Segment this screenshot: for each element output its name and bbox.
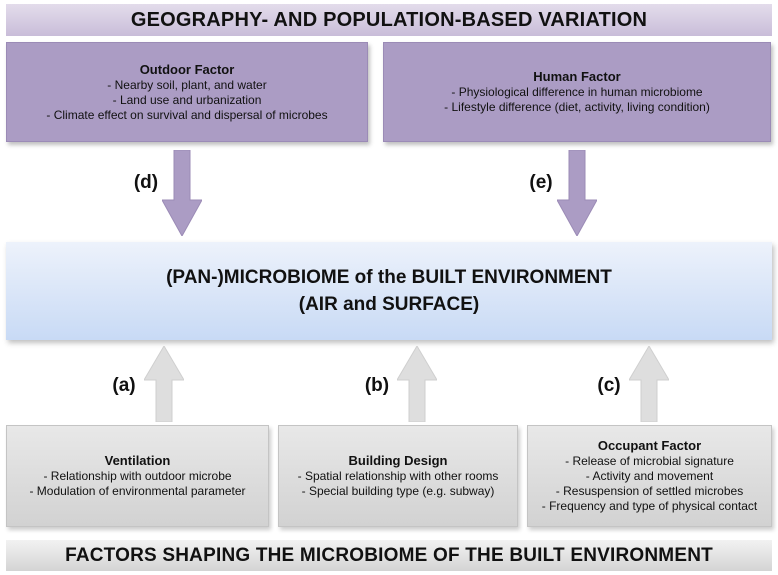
arrow-label-e: (e) [529, 172, 553, 193]
ventilation-box: Ventilation - Relationship with outdoor … [6, 425, 269, 527]
occupant-factor-item: - Frequency and type of physical contact [541, 499, 758, 513]
occupant-factor-item: - Activity and movement [585, 469, 714, 483]
building-design-title: Building Design [348, 453, 448, 468]
outdoor-factor-box: Outdoor Factor - Nearby soil, plant, and… [6, 42, 368, 142]
arrow-up-c [629, 346, 669, 422]
occupant-factor-title: Occupant Factor [597, 438, 702, 453]
building-design-box: Building Design - Spatial relationship w… [278, 425, 518, 527]
top-banner: GEOGRAPHY- AND POPULATION-BASED VARIATIO… [6, 4, 772, 36]
outdoor-factor-title: Outdoor Factor [139, 61, 235, 77]
human-factor-box: Human Factor - Physiological difference … [383, 42, 771, 142]
arrow-down-d [162, 150, 202, 236]
arrow-label-d: (d) [133, 172, 159, 193]
ventilation-item: - Relationship with outdoor microbe [43, 469, 232, 483]
occupant-factor-box: Occupant Factor - Release of microbial s… [527, 425, 772, 527]
built-environment-microbiome-box: (PAN-)MICROBIOME of the BUILT ENVIRONMEN… [6, 242, 772, 340]
ventilation-item: - Modulation of environmental parameter [29, 484, 246, 498]
occupant-factor-item: - Resuspension of settled microbes [555, 484, 744, 498]
ventilation-title: Ventilation [104, 453, 171, 468]
bottom-banner: FACTORS SHAPING THE MICROBIOME OF THE BU… [6, 540, 772, 571]
human-factor-title: Human Factor [533, 69, 621, 84]
arrow-label-a: (a) [112, 375, 136, 396]
center-title-line2: (AIR and SURFACE) [298, 294, 480, 315]
arrow-up-a [144, 346, 184, 422]
outdoor-factor-item: - Climate effect on survival and dispers… [46, 107, 328, 122]
center-title-line1: (PAN-)MICROBIOME of the BUILT ENVIRONMEN… [166, 267, 612, 288]
human-factor-item: - Physiological difference in human micr… [451, 85, 703, 99]
human-factor-item: - Lifestyle difference (diet, activity, … [444, 100, 710, 114]
arrow-label-c: (c) [597, 375, 621, 396]
occupant-factor-item: - Release of microbial signature [565, 454, 734, 468]
building-design-item: - Special building type (e.g. subway) [301, 484, 495, 498]
outdoor-factor-item: - Nearby soil, plant, and water [107, 77, 267, 92]
outdoor-factor-item: - Land use and urbanization [112, 92, 262, 107]
arrow-label-b: (b) [364, 375, 390, 396]
arrow-down-e [557, 150, 597, 236]
arrow-up-b [397, 346, 437, 422]
building-design-item: - Spatial relationship with other rooms [297, 469, 499, 483]
